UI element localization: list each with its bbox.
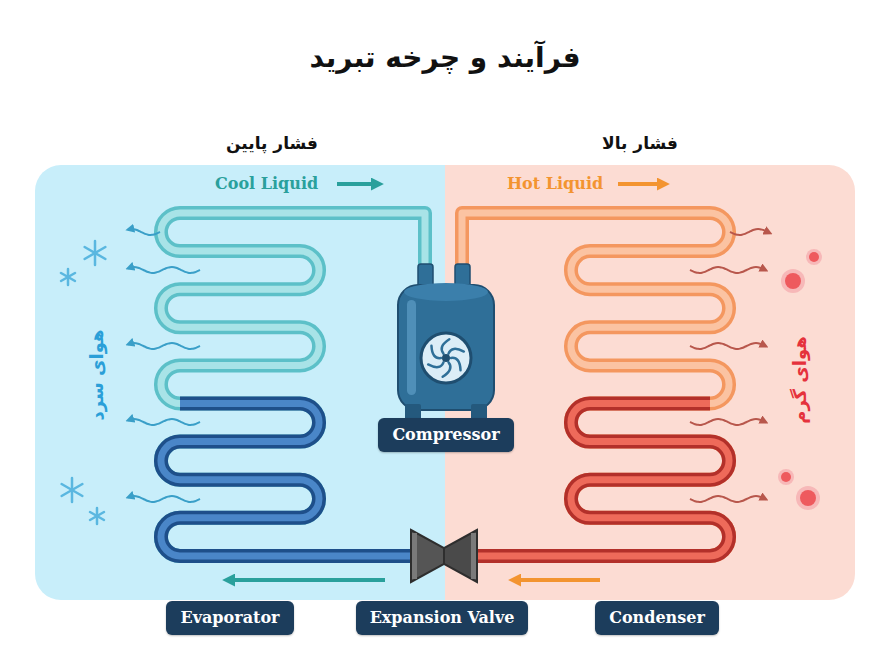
text-holder: هوای سرد <box>86 330 108 421</box>
component-label: Evaporator <box>166 601 293 634</box>
flow-arrow <box>337 182 380 186</box>
coil-pipe <box>161 404 412 556</box>
flow-arrow <box>226 578 385 582</box>
text-holder: Hot Liquid <box>507 174 603 193</box>
cold-wave <box>128 419 200 425</box>
fan-blade <box>451 358 461 370</box>
component-name: Compressor <box>392 425 499 444</box>
coil-pipes <box>161 213 729 556</box>
heat-wave <box>690 343 766 349</box>
heat-wave <box>690 496 766 502</box>
coil-pipe-core <box>161 213 425 556</box>
snowflake <box>61 269 75 285</box>
heat-dot <box>781 269 805 293</box>
air-label: هوای سرد <box>86 330 108 421</box>
flow-label: Cool Liquid <box>215 174 318 193</box>
coil-pipe <box>462 213 729 556</box>
text-holder: فشار بالا <box>602 133 678 153</box>
heat-wave <box>690 267 766 273</box>
coil-pipe <box>161 213 425 556</box>
text-holder: Cool Liquid <box>215 174 318 193</box>
heat-dot <box>800 490 816 506</box>
heat-wave <box>690 419 766 425</box>
heat-dots <box>778 249 822 510</box>
snowflake <box>85 241 106 265</box>
fan-blade <box>428 362 443 367</box>
cold-wave <box>128 343 200 349</box>
text-holder: فشار پایین <box>226 133 318 153</box>
diagram-title: فرآیند و چرخه تبرید <box>310 41 581 74</box>
cold-wave <box>128 229 160 235</box>
air-label: هوای گرم <box>789 336 811 424</box>
fan-blade <box>449 349 464 354</box>
compressor-symbol <box>398 264 494 420</box>
heat-dot <box>796 486 820 510</box>
coil-pipe-core <box>476 404 729 556</box>
cold-wave <box>128 267 200 273</box>
expansion-valve-symbol <box>411 530 477 582</box>
component-name: Evaporator <box>180 608 279 627</box>
coil-pipe-core <box>161 404 412 556</box>
heat-dot <box>778 469 794 485</box>
component-label: Expansion Valve <box>356 601 529 634</box>
coil-pipe-core <box>462 213 729 556</box>
component-name: Condenser <box>609 608 705 627</box>
snowflakes <box>61 241 105 524</box>
fan-blade <box>431 346 441 358</box>
low-pressure-panel: فشار پایینCool Liquidهوای سرد <box>35 165 445 600</box>
title-holder: فرآیند و چرخه تبرید <box>310 41 581 74</box>
component-label: Condenser <box>595 601 719 634</box>
cold-wave <box>128 496 200 502</box>
heat-dot <box>806 249 822 265</box>
heat-dot <box>809 252 819 262</box>
heat-wave <box>730 229 770 235</box>
heat-dot <box>781 472 791 482</box>
component-label: Compressor <box>378 418 513 451</box>
heat-dot <box>785 273 801 289</box>
high-pressure-panel: فشار بالاHot Liquidهوای گرم <box>445 165 855 600</box>
panel-heading: فشار پایین <box>226 133 318 153</box>
flow-arrows <box>226 184 666 580</box>
component-name: Expansion Valve <box>370 608 515 627</box>
panel-heading: فشار بالا <box>602 133 678 153</box>
snowflake <box>90 508 104 524</box>
coil-pipe <box>476 404 729 556</box>
flow-arrow <box>618 182 666 186</box>
snowflake <box>62 478 83 502</box>
flow-arrow <box>512 578 600 582</box>
heat-waves <box>128 229 770 502</box>
flow-label: Hot Liquid <box>507 174 603 193</box>
text-holder: هوای گرم <box>789 336 811 424</box>
